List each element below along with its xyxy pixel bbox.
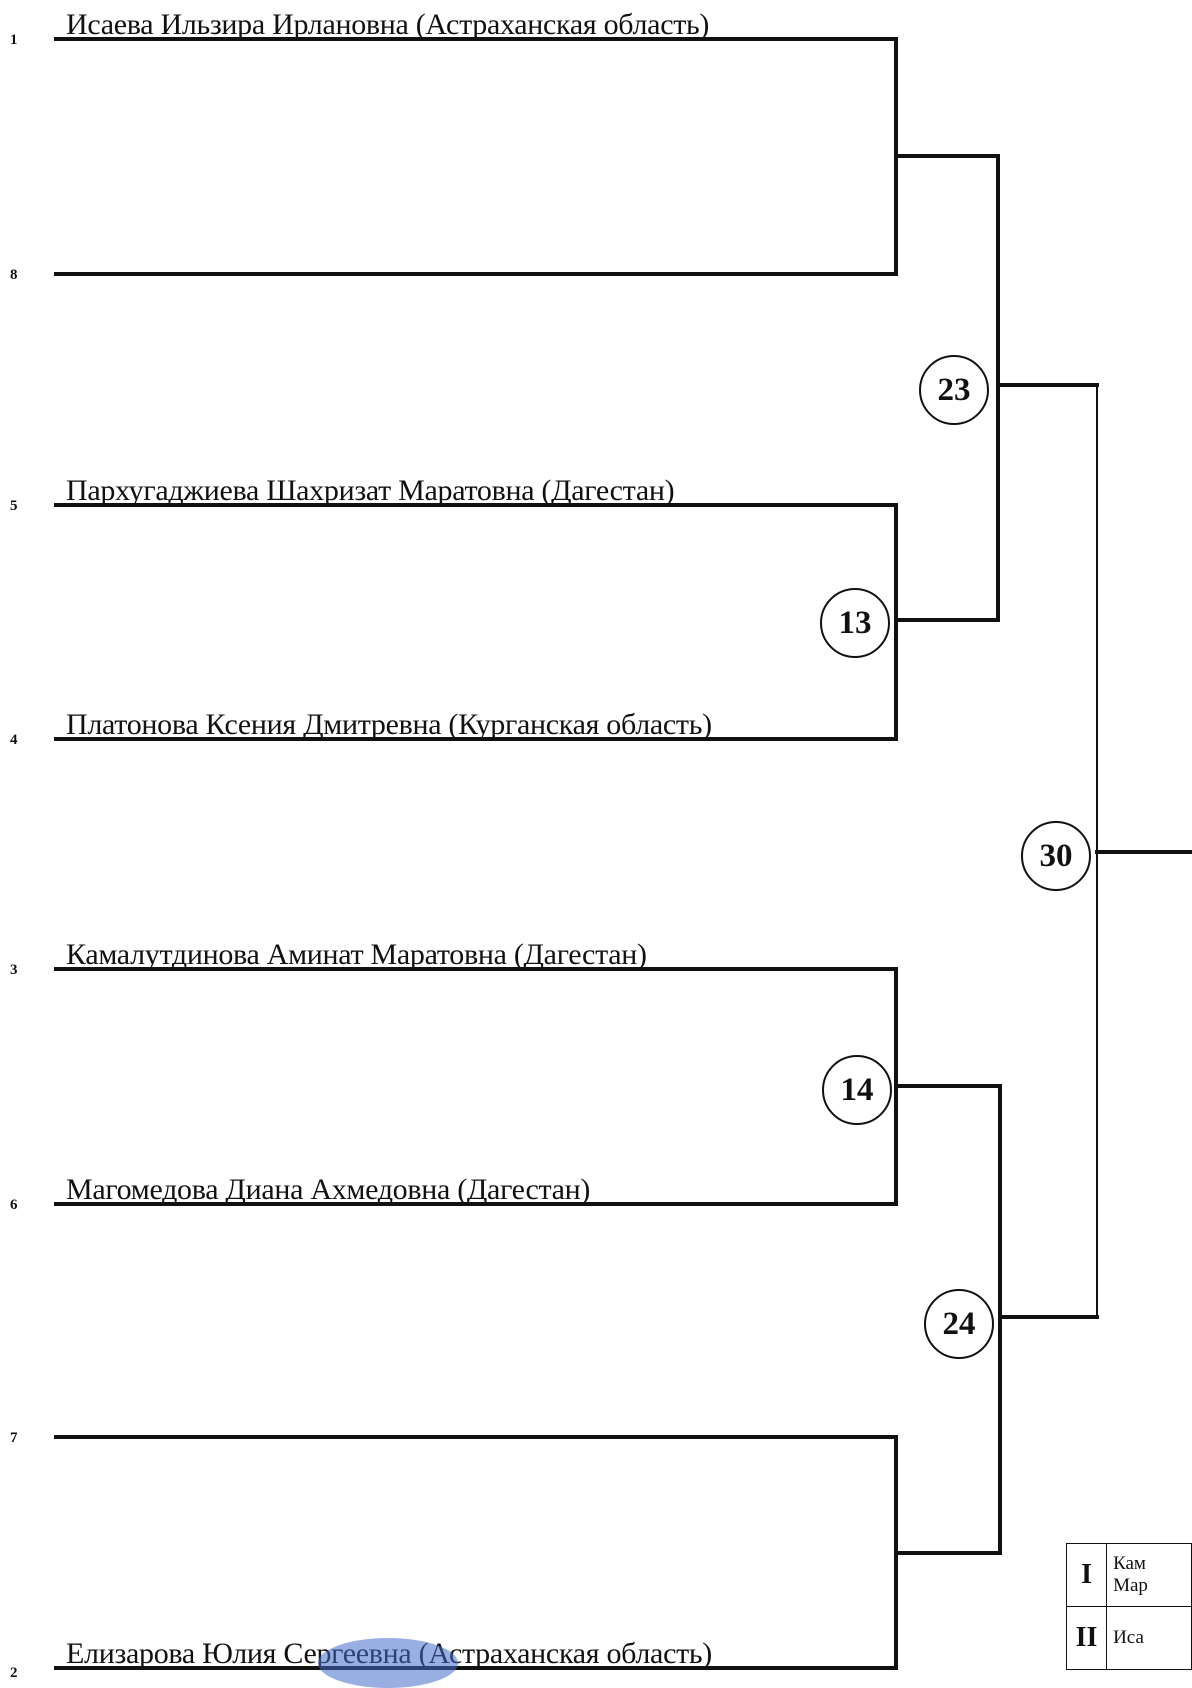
winner-name-line: Мар <box>1113 1575 1148 1596</box>
seed-number: 3 <box>10 962 18 978</box>
results-row: I Кам Мар <box>1065 1543 1192 1607</box>
match-number-badge: 13 <box>820 588 890 658</box>
results-row: II Иса <box>1065 1606 1192 1670</box>
seed-number: 1 <box>10 32 18 48</box>
place-label: II <box>1065 1606 1108 1670</box>
participant-name: Магомедова Диана Ахмедовна (Дагестан) <box>66 1173 591 1206</box>
winner-name-line: Иса <box>1113 1627 1144 1649</box>
match-number-badge: 23 <box>919 355 989 425</box>
seed-number: 5 <box>10 498 18 514</box>
winner-name-line: Кам <box>1113 1553 1146 1575</box>
results-table: I Кам Мар II Иса <box>1065 1543 1192 1670</box>
match-number-badge: 14 <box>822 1055 892 1125</box>
participant-name: Исаева Ильзира Ирлановна (Астраханская о… <box>66 8 710 41</box>
seed-number: 7 <box>10 1430 18 1446</box>
match-number-badge: 24 <box>924 1289 994 1359</box>
winner-cell: Кам Мар <box>1106 1543 1192 1607</box>
match-number-badge: 30 <box>1021 821 1091 891</box>
seed-number: 4 <box>10 732 18 748</box>
seed-number: 8 <box>10 267 18 283</box>
place-label: I <box>1065 1543 1108 1607</box>
winner-cell: Иса <box>1106 1606 1192 1670</box>
participant-name: Камалутдинова Аминат Маратовна (Дагестан… <box>66 938 647 971</box>
seed-number: 2 <box>10 1665 18 1681</box>
participant-name: Платонова Ксения Дмитревна (Курганская о… <box>66 708 712 741</box>
stamp-mark <box>318 1638 458 1688</box>
participant-name: Пархугаджиева Шахризат Маратовна (Дагест… <box>66 474 675 507</box>
seed-number: 6 <box>10 1197 18 1213</box>
